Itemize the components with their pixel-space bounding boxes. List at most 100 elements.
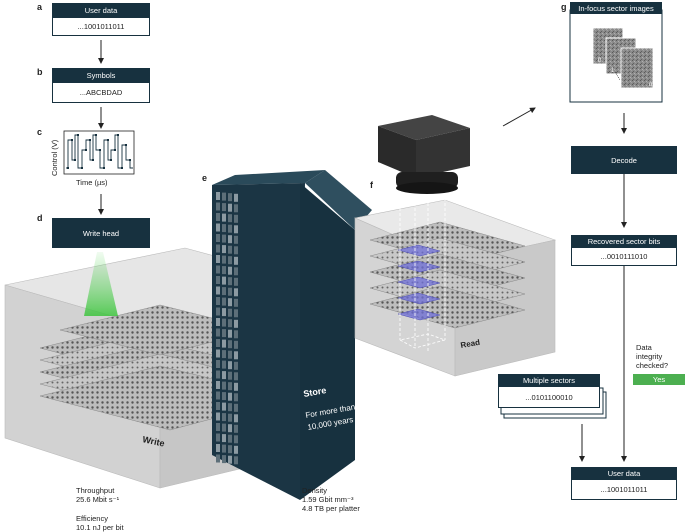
platter-slot	[222, 234, 226, 243]
platter-slot	[228, 340, 232, 349]
platter-slot	[234, 256, 238, 265]
platter-slot	[222, 203, 226, 212]
control-voltage-chart	[63, 130, 135, 175]
platter-slot	[234, 235, 238, 244]
platter-slot	[222, 318, 226, 327]
platter-slot	[216, 454, 220, 463]
platter-slot	[228, 298, 232, 307]
platter-slot	[234, 267, 238, 276]
platter-slot	[216, 213, 220, 221]
efficiency-value: 10.1 nJ per bit	[76, 523, 124, 532]
platter-slot	[234, 214, 238, 223]
platter-slot	[228, 266, 232, 275]
platter-slot	[222, 276, 226, 285]
read-beam-outline	[398, 193, 447, 352]
platter-slot	[216, 223, 220, 232]
platter-slot	[234, 225, 238, 234]
panel-letter-f: f	[370, 180, 373, 190]
platter-slot	[216, 360, 220, 368]
platter-slot	[216, 244, 220, 253]
platter-slot	[222, 245, 226, 254]
platter-slot	[234, 309, 238, 318]
platter-slot	[228, 256, 232, 265]
throughput-value: 25.6 Mbit s⁻¹	[76, 495, 120, 504]
platter-slot	[216, 276, 220, 284]
platter-slot	[216, 328, 220, 337]
platter-slot	[216, 423, 220, 431]
symbols-header: Symbols	[52, 68, 150, 82]
platter-slot	[216, 433, 220, 442]
platter-slot	[216, 234, 220, 242]
platter-slot	[222, 413, 226, 422]
panel-letter-c: c	[37, 127, 43, 137]
axis-label-control: Control (V)	[50, 139, 59, 176]
platter-slot	[216, 444, 220, 452]
platter-slot	[222, 192, 226, 201]
integrity-line-2: integrity	[636, 352, 663, 361]
store-label: Store	[303, 385, 327, 399]
user-data-header: User data	[52, 3, 150, 17]
platter-slot	[216, 318, 220, 326]
platter-slot	[228, 350, 232, 359]
platter-slot	[228, 277, 232, 286]
platter-slot	[228, 193, 232, 202]
platter-slot	[216, 412, 220, 421]
user-data-value: ...1001011011	[52, 17, 150, 36]
platter-slot	[222, 392, 226, 401]
platter-slot	[228, 287, 232, 296]
platter-slot	[228, 392, 232, 401]
platter-slot	[222, 266, 226, 275]
output-user-data-header: User data	[571, 467, 677, 479]
platter-slot	[228, 361, 232, 370]
platter-slot	[222, 224, 226, 233]
platter-slot	[234, 277, 238, 286]
platter-slot	[234, 340, 238, 349]
platter-slot	[222, 350, 226, 359]
sector-images-header: In-focus sector images	[570, 2, 662, 14]
platter-slot	[216, 349, 220, 358]
in-focus-sectors	[397, 244, 441, 321]
platter-slot	[222, 329, 226, 338]
output-user-data-value: ...1001011011	[571, 479, 677, 500]
platter-slot	[222, 423, 226, 432]
camera-icon	[378, 115, 470, 194]
platter-slot	[222, 255, 226, 264]
platter-slot	[222, 297, 226, 306]
recovered-bits-header: Recovered sector bits	[571, 235, 677, 247]
platter-slot	[234, 424, 238, 433]
platter-slot	[228, 434, 232, 443]
read-label: Read	[460, 338, 481, 350]
platter-slot	[234, 351, 238, 360]
platter-slot	[234, 319, 238, 328]
platter-slot	[228, 224, 232, 233]
platter-slot	[216, 297, 220, 305]
arrow-read-to-images	[502, 107, 536, 127]
platter-slot	[228, 245, 232, 254]
platter-slot	[222, 381, 226, 390]
decode-box: Decode	[571, 146, 677, 174]
laser-beam	[84, 252, 118, 316]
platter-slot	[216, 402, 220, 410]
multiple-sectors-header: Multiple sectors	[498, 374, 600, 386]
platter-slot	[216, 391, 220, 400]
platter-slot	[228, 308, 232, 317]
platter-slot	[222, 287, 226, 296]
platter-slot	[234, 403, 238, 412]
platter-slot	[228, 455, 232, 464]
platter-slot	[222, 360, 226, 369]
store-platter-slots	[216, 192, 238, 465]
platter-slot	[216, 307, 220, 316]
platter-slot	[228, 319, 232, 328]
panel-letter-g: g	[561, 2, 567, 12]
platter-slot	[234, 372, 238, 381]
platter-slot	[228, 371, 232, 380]
platter-slot	[234, 204, 238, 213]
density-value: 1.59 Gbit mm⁻³	[302, 495, 354, 504]
platter-slot	[216, 339, 220, 347]
platter-slot	[234, 361, 238, 370]
symbols-value: ...ABCBDAD	[52, 82, 150, 103]
platter-slot	[234, 330, 238, 339]
throughput-label: Throughput	[76, 486, 115, 495]
